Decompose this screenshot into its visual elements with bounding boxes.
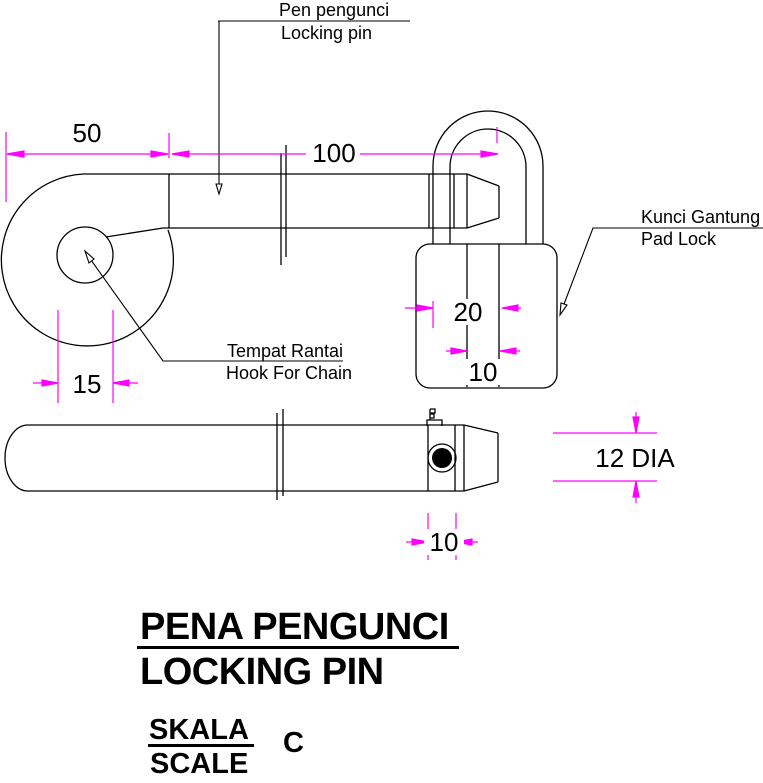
top-view-pin (0, 145, 500, 347)
scale-value: C (283, 727, 304, 759)
callout-pen-pengunci-line1: Pen pengunci (279, 0, 390, 20)
scale-label-line2: SCALE (150, 748, 249, 780)
scale-underline (148, 744, 254, 747)
dim-arrow-icon (41, 379, 59, 387)
dimension-lines (5, 127, 657, 560)
pin-hole (432, 448, 452, 468)
title-underline (137, 646, 459, 649)
scale-label-line1: SKALA (149, 714, 249, 746)
dimension-hole-section-width: 10 (424, 529, 464, 555)
dimension-pin-width-at-lock: 10 (464, 359, 502, 385)
callout-tempat-rantai-line1: Tempat Rantai (227, 341, 344, 361)
dimension-hook-inner-diameter: 15 (66, 371, 108, 397)
dim-arrow-icon (499, 347, 517, 355)
leader-tempat-rantai (85, 252, 343, 362)
shackle-inner-legs (449, 167, 527, 244)
shackle-outer-arc (432, 110, 544, 167)
callout-tempat-rantai-line2: Hook For Chain (226, 363, 353, 383)
pin2-tip-chamfer (463, 424, 499, 492)
callout-pen-pengunci-line2: Locking pin (281, 23, 373, 43)
dim-arrow-icon (411, 538, 429, 546)
pin-hole-outline (427, 443, 457, 473)
dim-arrow-icon (171, 150, 190, 158)
clip-tab (426, 419, 443, 426)
dim-arrow-icon (450, 347, 468, 355)
dim-arrow-icon (112, 379, 130, 387)
padlock (415, 110, 558, 389)
dim-arrow-icon (480, 150, 499, 158)
shackle-outer-legs (432, 166, 544, 244)
callout-kunci-gantung-line2: Pad Lock (641, 229, 717, 249)
dimension-hook-length: 50 (66, 120, 108, 146)
leader-pen-arrow-icon (215, 183, 223, 196)
dim-12dia-lines (553, 412, 657, 503)
leader-pen-pengunci (218, 20, 410, 184)
shackle-inner-arc (449, 128, 527, 168)
dim-arrow-icon (416, 304, 434, 312)
dimension-lock-body-width: 20 (449, 299, 487, 325)
dim-15-lines (33, 310, 138, 403)
hook-outer-arc (0, 173, 175, 347)
leader-lines (83, 20, 763, 362)
dim-20-lines (405, 301, 521, 328)
leader-tempat-arrow-icon (83, 249, 95, 264)
dimension-pin-length: 100 (308, 140, 360, 166)
leader-kunci-arrow-icon (559, 302, 568, 317)
dim-100-lines (171, 127, 499, 158)
dimension-pin-diameter: 12 DIA (592, 445, 678, 471)
dim-arrow-icon (150, 150, 169, 158)
dim-arrow-icon (6, 150, 25, 158)
dim-10-lock-lines (446, 347, 520, 355)
bottom-view-pin (4, 408, 499, 500)
hook-inner-circle (56, 226, 114, 284)
dim-arrow-icon (501, 304, 519, 312)
callout-kunci-gantung-line1: Kunci Gantung (641, 207, 761, 227)
dim-50-lines (5, 132, 170, 202)
hook-throat-line (105, 227, 164, 238)
dim-arrow-icon (632, 480, 640, 498)
clip-detail (429, 408, 436, 420)
drawing-title-line2: LOCKING PIN (140, 651, 384, 693)
leader-kunci-gantung (560, 227, 763, 313)
drawing-title-line1: PENA PENGUNCI (140, 606, 449, 648)
padlock-body (415, 243, 558, 389)
dim-arrow-icon (632, 416, 640, 434)
pin2-rounded-end (4, 424, 29, 492)
tip-chamfer (466, 173, 500, 229)
dim-arrow-icon (455, 538, 473, 546)
